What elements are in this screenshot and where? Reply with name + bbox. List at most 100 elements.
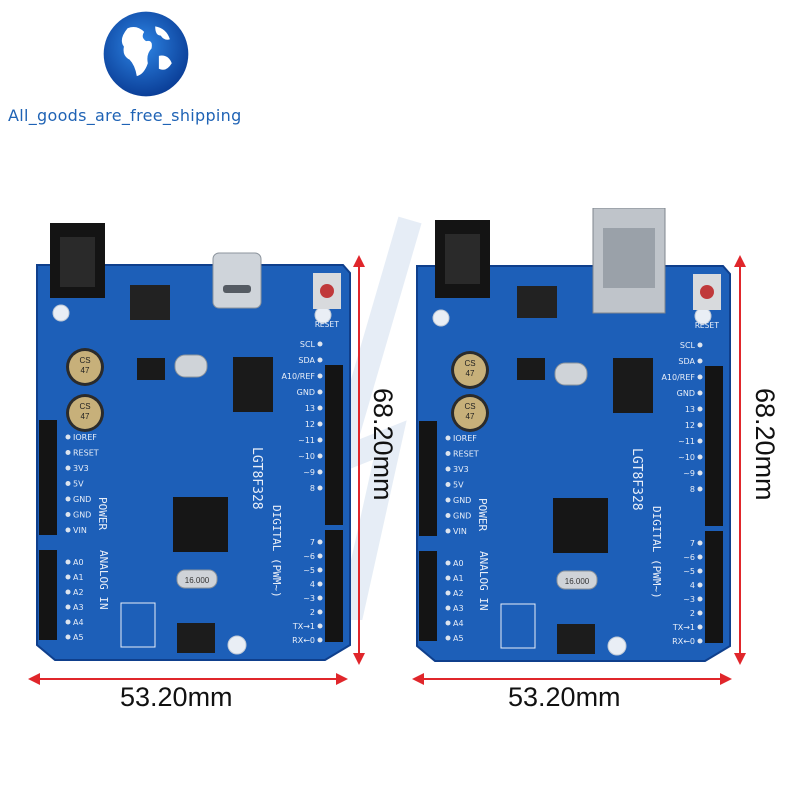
pin-label: A5 [73, 633, 84, 642]
svg-text:16.000: 16.000 [565, 577, 590, 586]
pin-pad [697, 438, 703, 444]
height-arrow [353, 255, 365, 665]
pin-pad [445, 451, 451, 456]
pin-label: 8 [690, 485, 695, 494]
pin-pad [445, 497, 451, 503]
usb-serial-chip [613, 358, 653, 413]
width-arrow [28, 673, 348, 685]
pin-pad [697, 374, 703, 380]
pin-label: A0 [73, 558, 84, 567]
pin-label: RESET [453, 450, 479, 459]
pin-label: GND [677, 389, 695, 398]
pin-pad [317, 609, 323, 615]
pin-pad [65, 619, 71, 625]
icsp-header [177, 623, 215, 653]
power-header [39, 420, 57, 535]
shop-name: All_goods_are_free_shipping [8, 106, 242, 125]
pin-label: SCL [680, 341, 696, 350]
voltage-regulator [130, 285, 170, 320]
pin-pad [697, 638, 703, 644]
pin-pad [445, 635, 451, 641]
pin-label: 12 [685, 421, 695, 430]
pin-pad [445, 590, 451, 596]
pin-label: 5V [453, 481, 464, 490]
pin-label: ~6 [683, 553, 695, 562]
usb-c-port [212, 252, 262, 309]
svg-text:CS: CS [79, 402, 90, 411]
svg-text:16.000: 16.000 [185, 576, 210, 585]
pin-pad [445, 560, 451, 566]
small-ic [137, 358, 165, 380]
pin-pad [445, 482, 451, 487]
analog-header [419, 551, 437, 641]
pin-label: 7 [310, 538, 315, 547]
pin-pad [317, 373, 323, 379]
pin-pad [445, 575, 451, 581]
pin-pad [317, 469, 323, 475]
pin-label: ~3 [683, 595, 695, 604]
pin-label: 8 [310, 484, 315, 493]
pin-pad [65, 527, 71, 533]
pin-pad [697, 624, 703, 630]
pin-pad [445, 435, 451, 441]
pin-pad [65, 634, 71, 640]
width-arrow [412, 673, 732, 685]
pin-label: ~9 [303, 468, 315, 477]
pin-pad [317, 581, 323, 587]
analog-header [39, 550, 57, 640]
digital-header-top [705, 366, 723, 526]
pin-pad [697, 342, 703, 348]
pin-label: RESET [73, 449, 99, 458]
pin-label: A2 [73, 588, 84, 597]
width-label: 53.20mm [508, 682, 621, 712]
pin-label: SCL [300, 340, 316, 349]
pin-pad [65, 512, 71, 517]
pin-label: 12 [305, 420, 315, 429]
pin-label: IOREF [453, 434, 477, 443]
analog-silk: ANALOG IN [477, 551, 490, 611]
mounting-hole [607, 636, 627, 656]
power-header [419, 421, 437, 536]
icsp-header [557, 624, 595, 654]
pin-label: TX→1 [672, 623, 695, 632]
pin-label: A2 [453, 589, 464, 598]
crystal-oscillator [556, 570, 598, 590]
pin-pad [317, 421, 323, 427]
pin-label: A10/REF [281, 372, 315, 381]
board-usb-b: RESET CS 47 CS 47 LGT8F328 DIGITAL (PWM~… [416, 208, 731, 662]
height-label: 68.20mm [750, 388, 780, 501]
mounting-hole [227, 635, 247, 655]
pin-label: A0 [453, 559, 464, 568]
pin-pad [65, 574, 71, 580]
pin-pad [697, 596, 703, 602]
power-silk: POWER [96, 497, 109, 530]
svg-text:47: 47 [81, 412, 90, 421]
pin-label: GND [453, 512, 471, 521]
pin-label: ~10 [678, 453, 695, 462]
pin-label: GND [453, 496, 471, 505]
pin-pad [65, 559, 71, 565]
pin-label: ~10 [298, 452, 315, 461]
pin-label: SDA [678, 357, 695, 366]
pin-label: 2 [690, 609, 695, 618]
crystal-oscillator [174, 354, 208, 378]
pin-label: 7 [690, 539, 695, 548]
pin-label: A4 [453, 619, 464, 628]
pin-label: ~5 [683, 567, 695, 576]
pin-pad [697, 470, 703, 476]
pin-label: A3 [73, 603, 84, 612]
height-arrow [734, 255, 746, 665]
usb-serial-chip [233, 357, 273, 412]
pin-label: 4 [690, 581, 695, 590]
mounting-hole [52, 304, 70, 322]
pin-pad [65, 434, 71, 440]
pin-pad [65, 481, 71, 486]
crystal-oscillator [554, 362, 588, 386]
digital-header-bottom [325, 530, 343, 642]
digital-silk: DIGITAL (PWM~) [650, 506, 663, 599]
